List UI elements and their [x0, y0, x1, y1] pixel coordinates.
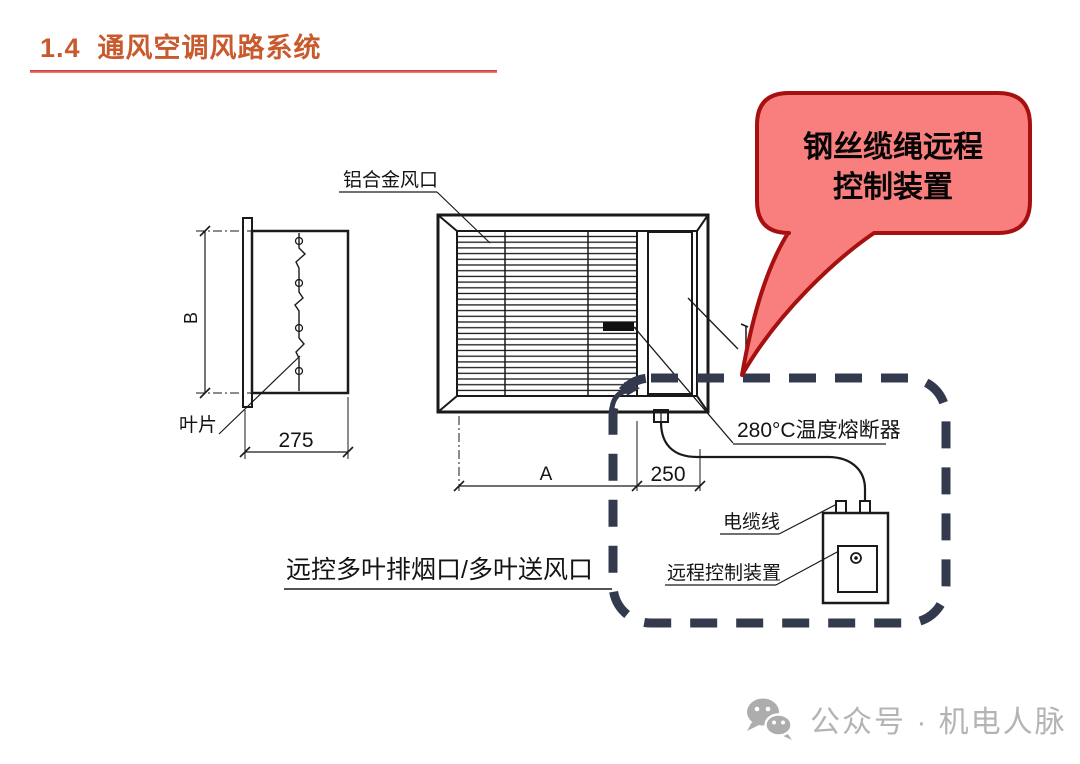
caption-group: 远控多叶排烟口/多叶送风口: [284, 556, 612, 590]
front-view: 铝合金风口 A 250: [339, 169, 867, 501]
side-panel: [647, 231, 693, 395]
highlight-dashed-box: [608, 373, 951, 628]
cable-label-group: 电缆线: [720, 503, 838, 535]
title-underline: [30, 70, 497, 73]
curved-arrow-annotation: [609, 382, 640, 409]
dim-275-label: 275: [278, 429, 313, 452]
dimension-B: B: [181, 225, 253, 399]
watermark: 公众号 · 机电人脉: [744, 696, 1067, 742]
callout-line1: 钢丝缆绳远程: [803, 131, 983, 164]
dim-250-label: 250: [650, 463, 685, 486]
callout-line2: 控制装置: [833, 171, 953, 204]
cable-curve: [659, 421, 867, 501]
page-title: 1.4 通风空调风路系统: [40, 33, 322, 63]
dim-b-label: B: [181, 312, 201, 324]
remote-control-device: [821, 500, 890, 605]
caption: 远控多叶排烟口/多叶送风口: [286, 556, 593, 584]
blade-edge-line: [294, 233, 307, 391]
callout-bubble: 钢丝缆绳远程 控制装置: [740, 91, 1032, 377]
fuse-leader-line: [633, 326, 734, 444]
thermal-fuse-bar: [603, 322, 634, 331]
aluminum-vent-leader-line: [436, 191, 491, 244]
cable-label: 电缆线: [723, 511, 780, 533]
dim-a-label: A: [540, 464, 553, 485]
remote-device-label: 远程控制装置: [667, 562, 781, 584]
blade-label: 叶片: [179, 414, 217, 436]
watermark-text: 公众号 · 机电人脉: [810, 706, 1067, 739]
thermal-fuse-label: 280°C温度熔断器: [737, 419, 901, 442]
louver-slats: [456, 230, 638, 397]
dimension-275: 275: [239, 397, 354, 459]
wechat-icon: [747, 698, 793, 740]
remote-device-label-group: 远程控制装置: [665, 550, 840, 586]
dimension-A-250: A 250: [453, 416, 706, 492]
blade-leader-line: [218, 355, 301, 435]
side-view: B 275 叶片: [179, 217, 354, 459]
aluminum-vent-label: 铝合金风口: [343, 169, 438, 191]
fuse-callout: 280°C温度熔断器: [733, 419, 901, 445]
